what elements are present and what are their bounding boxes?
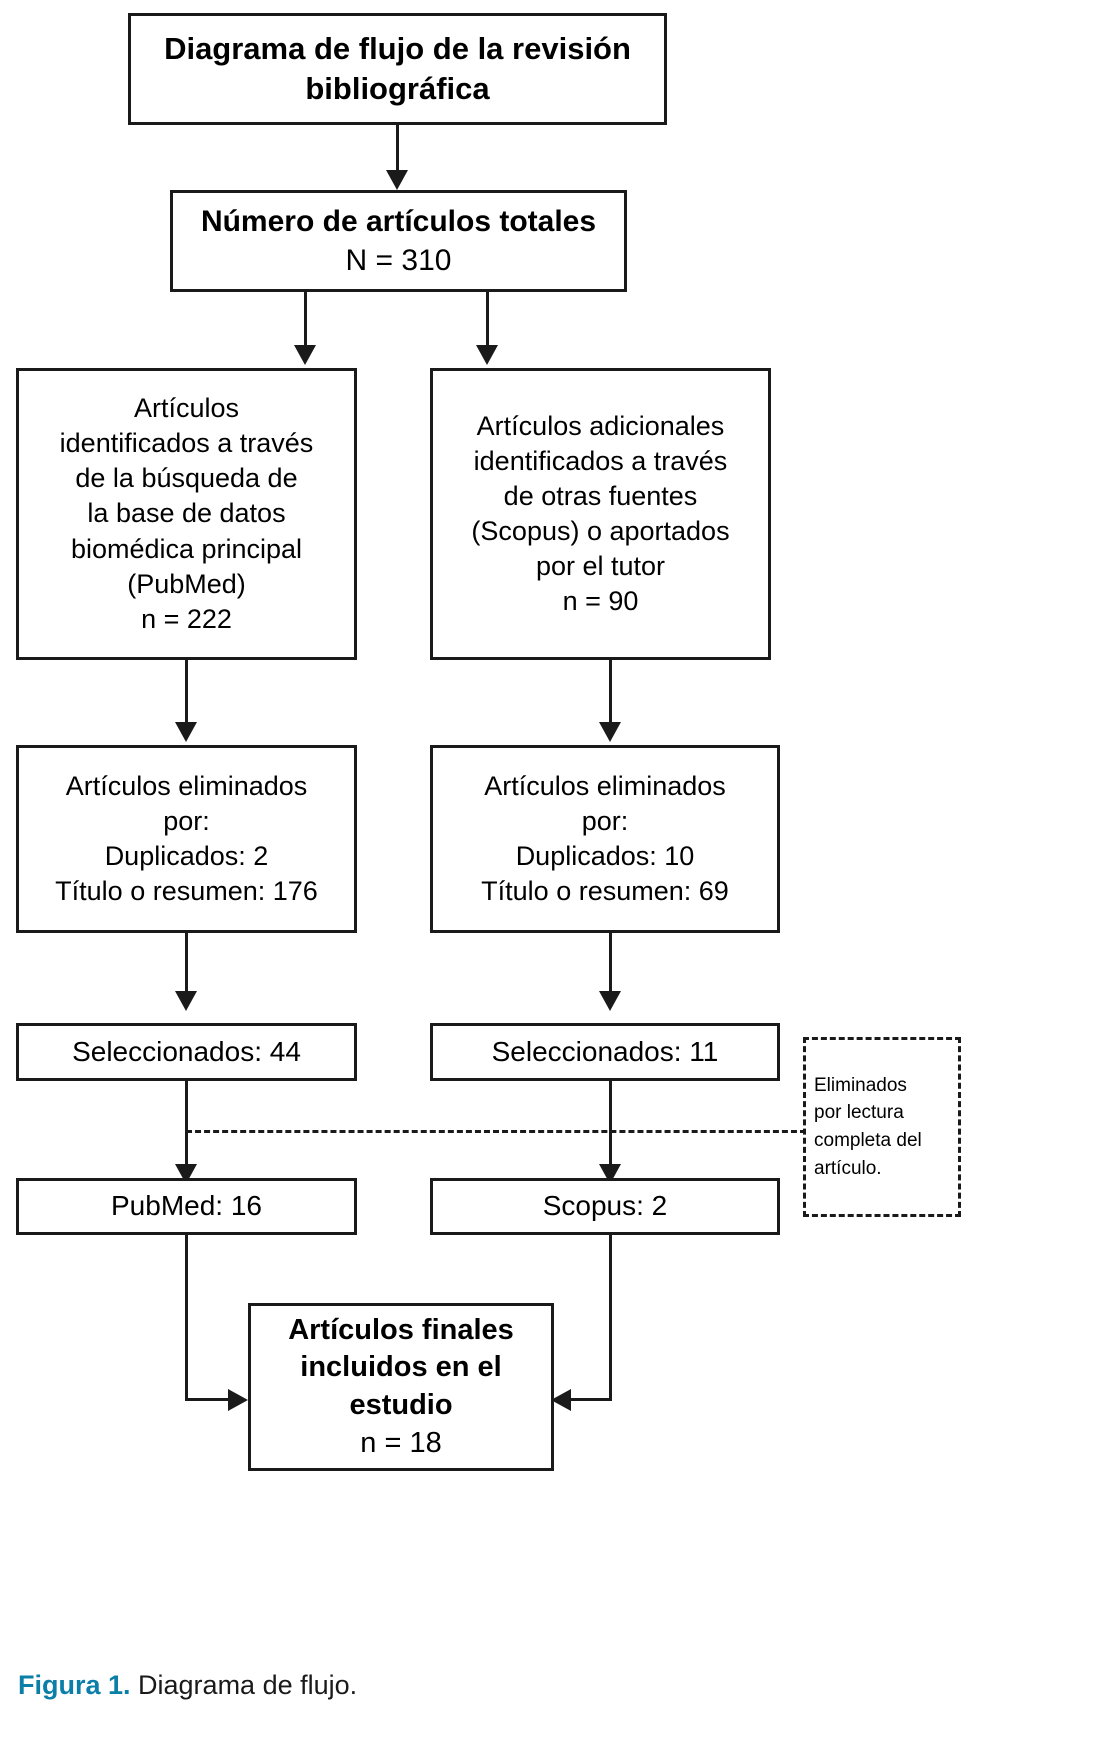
arrowhead-pubmed-to-excluded bbox=[175, 722, 197, 742]
connector-totals-to-pubmed-v bbox=[304, 292, 307, 346]
connector-selected-right-to-scopus-final bbox=[609, 1081, 612, 1172]
connector-pubmed-final-h bbox=[185, 1398, 230, 1401]
selected-right-box: Seleccionados: 11 bbox=[430, 1023, 780, 1081]
pubmed-source-box: Artículos identificados a través de la b… bbox=[16, 368, 357, 660]
selected-right-label: Seleccionados: 11 bbox=[491, 1035, 719, 1067]
pubmed-source-count: n = 222 bbox=[141, 603, 232, 634]
arrowhead-title-to-totals bbox=[386, 170, 408, 190]
arrowhead-excluded-right-to-selected bbox=[599, 991, 621, 1011]
excluded-left-line-2: por: bbox=[163, 805, 210, 836]
connector-totals-to-other-v bbox=[486, 292, 489, 346]
excluded-left-line-1: Artículos eliminados bbox=[65, 770, 308, 801]
pubmed-source-line-6: (PubMed) bbox=[127, 568, 246, 599]
figure-caption: Figura 1. Diagrama de flujo. bbox=[18, 1670, 357, 1701]
final-included-line-3: estudio bbox=[349, 1389, 453, 1421]
other-source-line-2: identificados a través bbox=[473, 445, 728, 476]
other-source-line-5: por el tutor bbox=[535, 551, 666, 582]
pubmed-source-line-4: la base de datos bbox=[87, 498, 286, 529]
dashed-connector-fulltext-exclusion bbox=[186, 1130, 806, 1133]
other-source-line-4: (Scopus) o aportados bbox=[471, 516, 730, 546]
arrowhead-excluded-left-to-selected bbox=[175, 991, 197, 1011]
figure-caption-text: Diagrama de flujo. bbox=[130, 1670, 358, 1700]
other-source-line-1: Artículos adicionales bbox=[476, 410, 725, 441]
totals-box: Número de artículos totales N = 310 bbox=[170, 190, 627, 292]
excluded-right-line-2: por: bbox=[581, 805, 629, 836]
excluded-right-title-abstract: Título o resumen: 69 bbox=[481, 876, 729, 907]
connector-pubmed-to-excluded bbox=[185, 660, 188, 728]
excluded-right-duplicates: Duplicados: 10 bbox=[515, 841, 695, 871]
selected-left-label: Seleccionados: 44 bbox=[72, 1035, 301, 1067]
title-box: Diagrama de flujo de la revisión bibliog… bbox=[128, 13, 667, 125]
excluded-left-title-abstract: Título o resumen: 176 bbox=[55, 876, 318, 907]
totals-title: Número de artículos totales bbox=[200, 205, 597, 238]
arrowhead-totals-to-other bbox=[476, 345, 498, 365]
pubmed-source-line-2: identificados a través bbox=[59, 428, 314, 459]
connector-scopus-final-v bbox=[609, 1235, 612, 1401]
pubmed-final-label: PubMed: 16 bbox=[111, 1190, 262, 1222]
fulltext-excluded-line-2: por lectura bbox=[814, 1102, 904, 1124]
excluded-right-box: Artículos eliminados por: Duplicados: 10… bbox=[430, 745, 780, 933]
excluded-left-box: Artículos eliminados por: Duplicados: 2 … bbox=[16, 745, 357, 933]
pubmed-source-line-5: biomédica principal bbox=[70, 533, 303, 564]
arrowhead-scopus-final-to-included bbox=[551, 1389, 571, 1411]
arrowhead-pubmed-final-to-included bbox=[228, 1389, 248, 1411]
fulltext-excluded-box: Eliminados por lectura completa del artí… bbox=[803, 1037, 961, 1217]
figure-number: Figura 1. bbox=[18, 1670, 131, 1700]
final-included-count: n = 18 bbox=[360, 1426, 442, 1459]
connector-title-to-totals bbox=[396, 125, 399, 173]
arrowhead-totals-to-pubmed bbox=[294, 345, 316, 365]
totals-count: N = 310 bbox=[345, 244, 452, 277]
final-included-line-1: Artículos finales bbox=[288, 1313, 514, 1346]
pubmed-source-line-3: de la búsqueda de bbox=[75, 463, 298, 494]
selected-left-box: Seleccionados: 44 bbox=[16, 1023, 357, 1081]
other-source-box: Artículos adicionales identificados a tr… bbox=[430, 368, 771, 660]
arrowhead-other-to-excluded bbox=[599, 722, 621, 742]
final-included-box: Artículos finales incluidos en el estudi… bbox=[248, 1303, 554, 1471]
fulltext-excluded-line-4: artículo. bbox=[814, 1157, 882, 1179]
fulltext-excluded-line-1: Eliminados bbox=[814, 1074, 907, 1096]
pubmed-final-box: PubMed: 16 bbox=[16, 1178, 357, 1235]
connector-scopus-final-h bbox=[567, 1398, 612, 1401]
other-source-count: n = 90 bbox=[562, 586, 639, 617]
scopus-final-label: Scopus: 2 bbox=[542, 1190, 668, 1222]
title-line-2: bibliográfica bbox=[305, 71, 490, 106]
connector-excluded-right-to-selected bbox=[609, 933, 612, 996]
pubmed-source-line-1: Artículos bbox=[133, 393, 240, 424]
excluded-left-duplicates: Duplicados: 2 bbox=[104, 841, 269, 871]
connector-selected-left-to-pubmed-final bbox=[185, 1081, 188, 1172]
scopus-final-box: Scopus: 2 bbox=[430, 1178, 780, 1235]
other-source-line-3: de otras fuentes bbox=[503, 480, 698, 511]
excluded-right-line-1: Artículos eliminados bbox=[484, 770, 726, 801]
connector-excluded-left-to-selected bbox=[185, 933, 188, 996]
title-line-1: Diagrama de flujo de la revisión bbox=[164, 30, 631, 66]
connector-pubmed-final-v bbox=[185, 1235, 188, 1401]
fulltext-excluded-line-3: completa del bbox=[814, 1130, 922, 1151]
final-included-line-2: incluidos en el bbox=[300, 1351, 502, 1384]
connector-other-to-excluded bbox=[609, 660, 612, 728]
